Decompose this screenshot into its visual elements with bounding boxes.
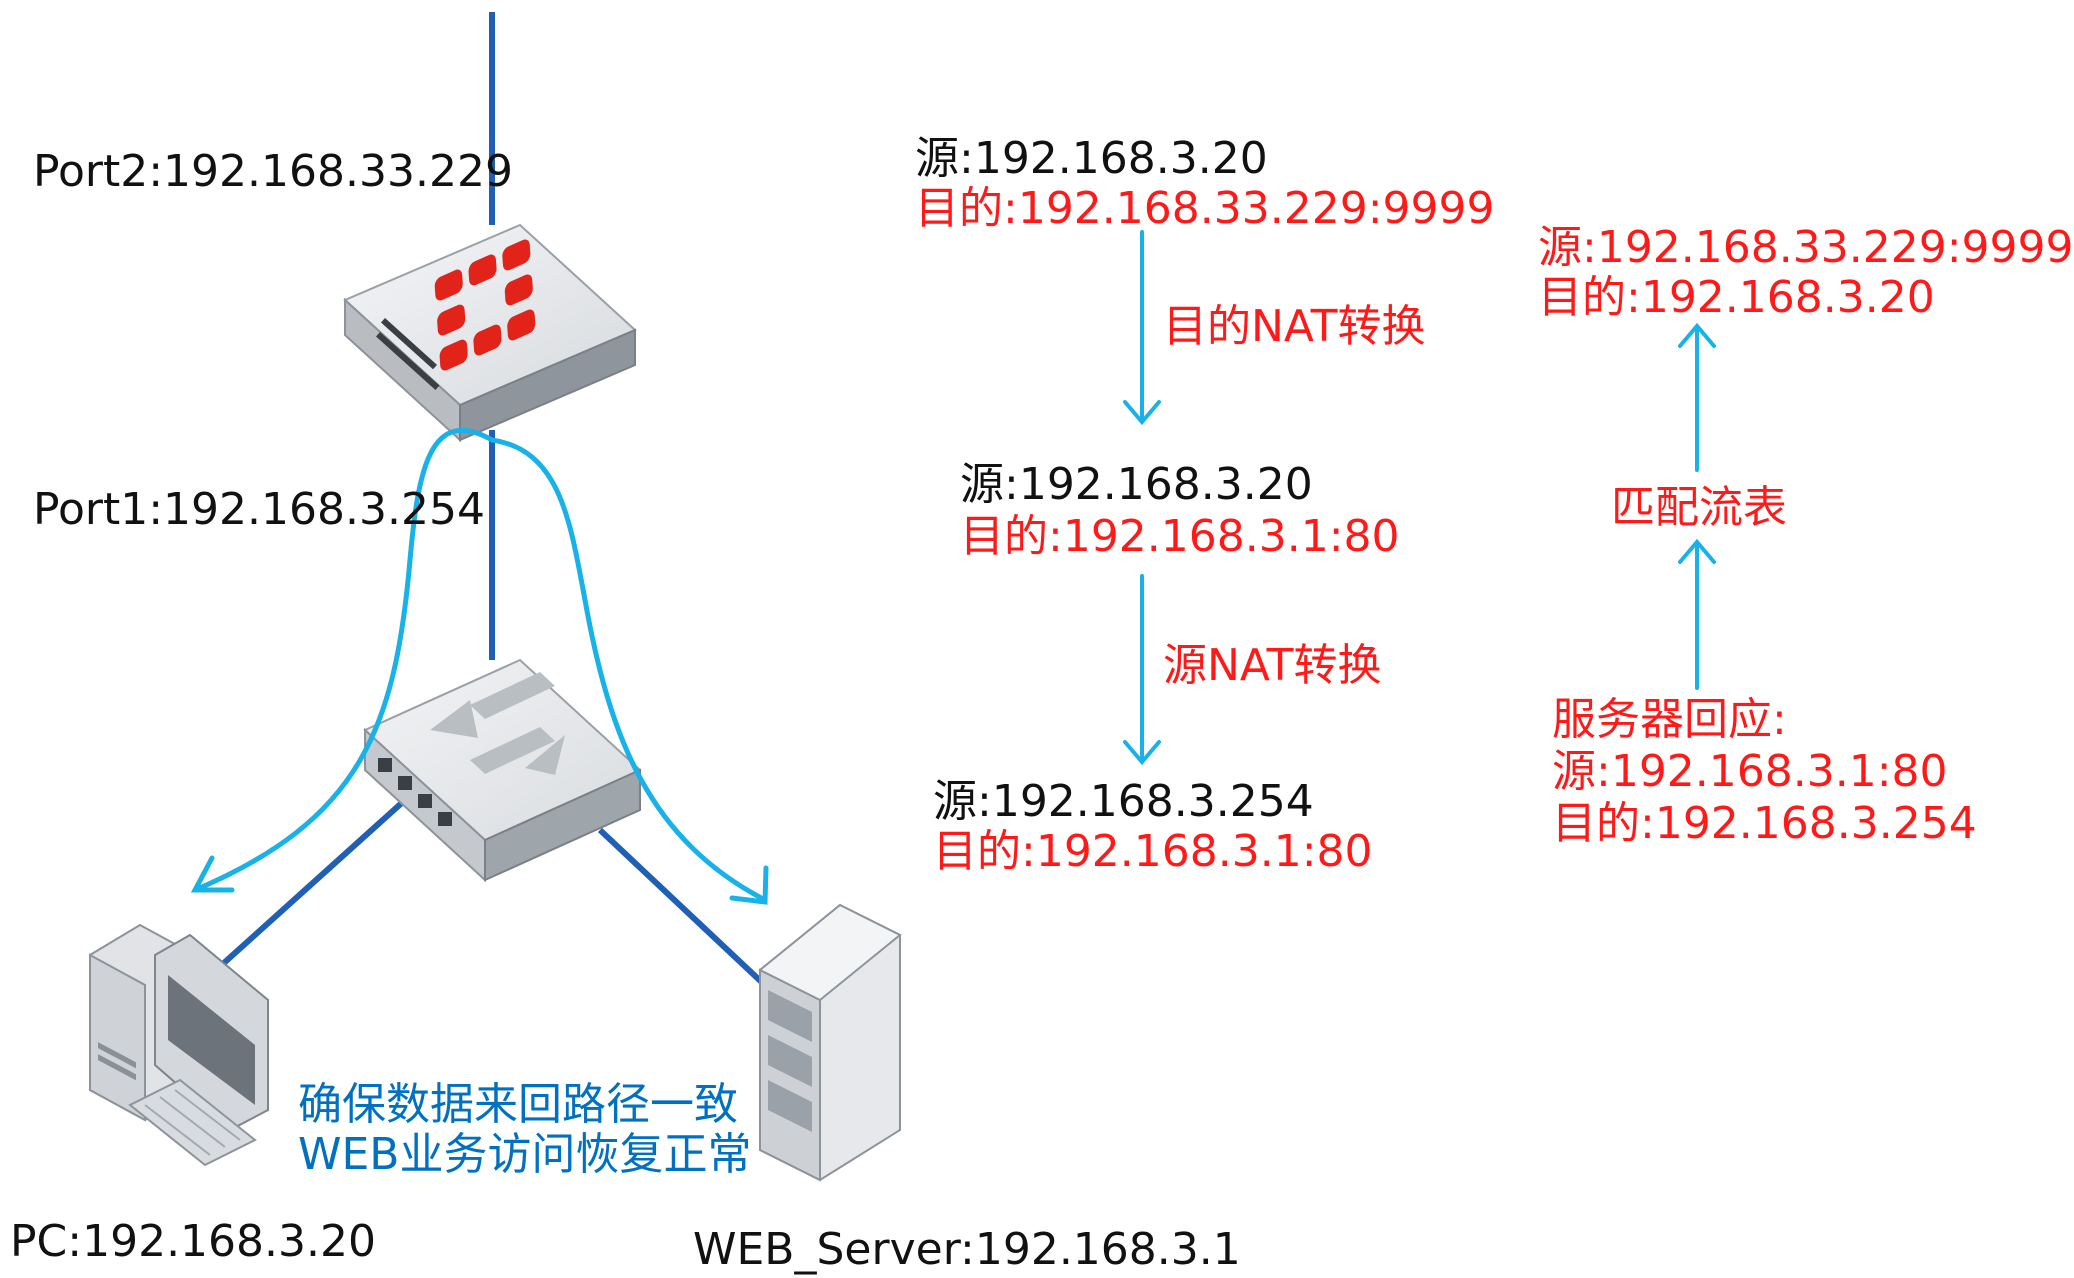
flow-curve-to-pc [192,427,495,893]
server-reply-source: 源:192.168.3.1:80 [1552,746,1948,797]
match-flow-table-label: 匹配流表 [1611,482,1787,533]
web-server-label: WEB_Server:192.168.3.1 [693,1224,1241,1275]
network-switch-icon [363,658,642,883]
switch-pc-link [202,797,408,983]
snat-down-arrowhead [1123,740,1161,766]
desktop-computer-icon [89,923,269,1167]
server-reply-destination: 目的:192.168.3.254 [1552,798,1977,849]
firewall-port1-label: Port1:192.168.3.254 [33,484,485,535]
network-diagram [89,12,1716,1182]
reply-up-arrowhead-upper [1678,322,1716,348]
step3-destination: 目的:192.168.3.1:80 [933,826,1373,877]
step1-source: 源:192.168.3.20 [915,133,1268,184]
traffic-flow-arrows [190,427,769,905]
server-reply-title: 服务器回应: [1552,694,1787,745]
nat-step-arrows [1123,230,1716,766]
server-tower-icon [758,903,902,1182]
reply-up-arrowhead-lower [1678,538,1716,564]
reply-final-destination: 目的:192.168.3.20 [1538,272,1935,323]
note-line1: 确保数据来回路径一致 [298,1079,738,1130]
switch-server-link [597,827,773,993]
flow-curve-to-server [489,437,768,903]
arrowhead-to-server [729,865,769,905]
step1-destination: 目的:192.168.33.229:9999 [915,183,1495,234]
step2-source: 源:192.168.3.20 [960,459,1313,510]
step3-source: 源:192.168.3.254 [933,776,1314,827]
snat-label: 源NAT转换 [1163,640,1382,691]
dnat-label: 目的NAT转换 [1163,301,1426,352]
fortinet-firewall-icon [343,223,637,443]
note-line2: WEB业务访问恢复正常 [298,1129,752,1180]
pc-label: PC:192.168.3.20 [10,1216,376,1267]
reply-final-source: 源:192.168.33.229:9999 [1538,222,2074,273]
dnat-down-arrowhead [1123,400,1161,426]
firewall-port2-label: Port2:192.168.33.229 [33,146,513,197]
step2-destination: 目的:192.168.3.1:80 [960,511,1400,562]
network-links [202,12,773,993]
arrowhead-to-pc [190,855,235,893]
